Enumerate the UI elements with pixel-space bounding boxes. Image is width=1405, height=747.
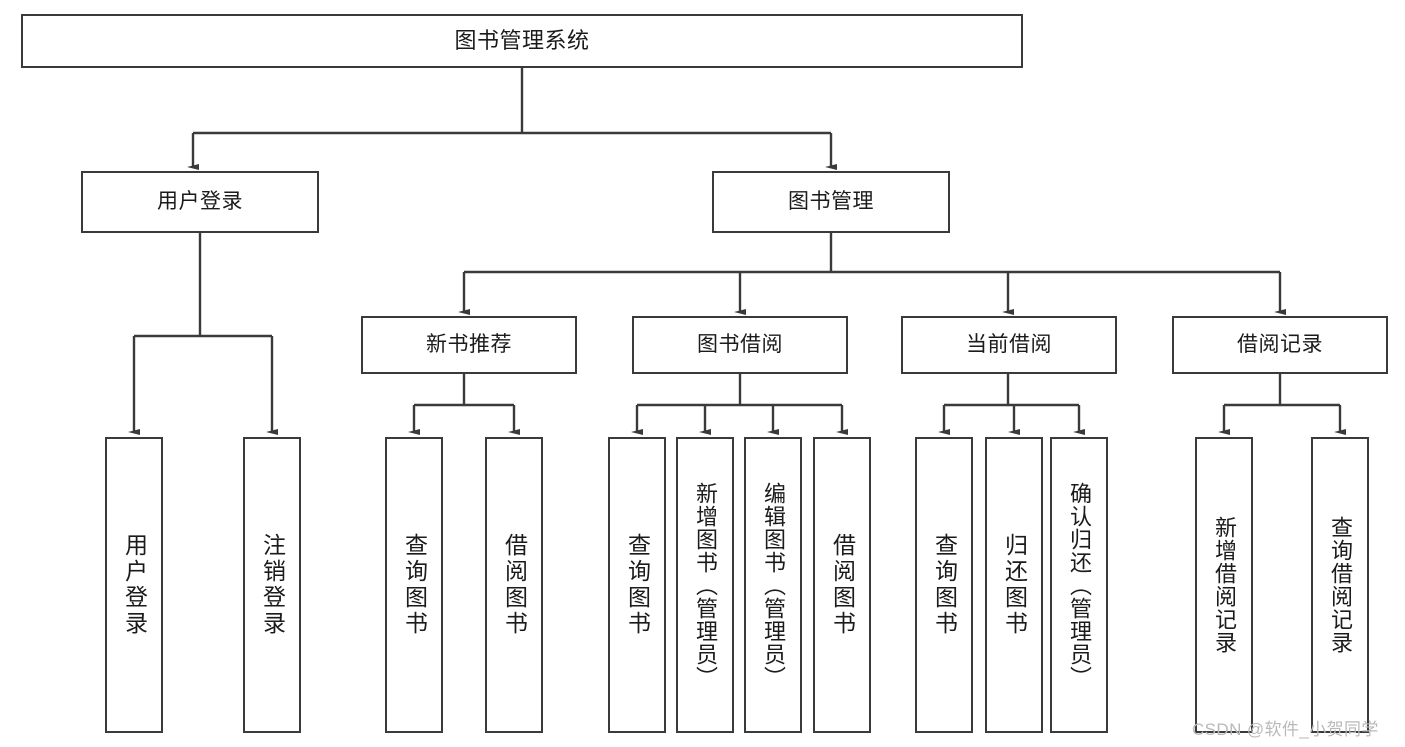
node-current-borrow[interactable]: 当前借阅 xyxy=(901,316,1117,374)
node-leaf-query-record-label: 查询借阅记录 xyxy=(1328,516,1353,654)
node-leaf-query-record[interactable]: 查询借阅记录 xyxy=(1311,437,1369,733)
node-leaf-add-book-label: 新增图书（管理员） xyxy=(693,481,718,689)
node-borrow-record[interactable]: 借阅记录 xyxy=(1172,316,1388,374)
node-new-book-recommend[interactable]: 新书推荐 xyxy=(361,316,577,374)
node-leaf-add-record-label: 新增借阅记录 xyxy=(1212,516,1237,654)
node-leaf-user-login-label: 用户登录 xyxy=(121,533,148,637)
node-leaf-user-login[interactable]: 用户登录 xyxy=(105,437,163,733)
csdn-watermark: CSDN @软件_小贺同学 xyxy=(1192,720,1379,739)
node-book-management-label: 图书管理 xyxy=(788,190,874,214)
node-book-borrow-label: 图书借阅 xyxy=(697,333,783,357)
node-leaf-query-book-1[interactable]: 查询图书 xyxy=(385,437,443,733)
node-leaf-borrow-book-2-label: 借阅图书 xyxy=(829,533,856,637)
node-leaf-borrow-book-1[interactable]: 借阅图书 xyxy=(485,437,543,733)
node-book-management[interactable]: 图书管理 xyxy=(712,171,950,233)
node-leaf-edit-book[interactable]: 编辑图书（管理员） xyxy=(744,437,802,733)
node-leaf-query-book-3-label: 查询图书 xyxy=(931,533,958,637)
node-leaf-query-book-3[interactable]: 查询图书 xyxy=(915,437,973,733)
node-root-label: 图书管理系统 xyxy=(454,27,590,53)
node-user-login-label: 用户登录 xyxy=(157,190,243,214)
node-leaf-borrow-book-1-label: 借阅图书 xyxy=(501,533,528,637)
node-leaf-add-record[interactable]: 新增借阅记录 xyxy=(1195,437,1253,733)
node-leaf-query-book-1-label: 查询图书 xyxy=(401,533,428,637)
node-leaf-confirm-return[interactable]: 确认归还（管理员） xyxy=(1050,437,1108,733)
node-leaf-add-book[interactable]: 新增图书（管理员） xyxy=(676,437,734,733)
node-leaf-borrow-book-2[interactable]: 借阅图书 xyxy=(813,437,871,733)
node-leaf-logout-label: 注销登录 xyxy=(259,533,286,637)
node-borrow-record-label: 借阅记录 xyxy=(1237,333,1323,357)
node-leaf-edit-book-label: 编辑图书（管理员） xyxy=(761,481,786,689)
node-book-borrow[interactable]: 图书借阅 xyxy=(632,316,848,374)
node-leaf-return-book[interactable]: 归还图书 xyxy=(985,437,1043,733)
node-root[interactable]: 图书管理系统 xyxy=(21,14,1023,68)
node-current-borrow-label: 当前借阅 xyxy=(966,333,1052,357)
node-leaf-confirm-return-label: 确认归还（管理员） xyxy=(1067,481,1092,689)
node-new-book-recommend-label: 新书推荐 xyxy=(426,333,512,357)
node-leaf-query-book-2[interactable]: 查询图书 xyxy=(608,437,666,733)
node-leaf-query-book-2-label: 查询图书 xyxy=(624,533,651,637)
node-user-login[interactable]: 用户登录 xyxy=(81,171,319,233)
node-leaf-return-book-label: 归还图书 xyxy=(1001,533,1028,637)
node-leaf-logout[interactable]: 注销登录 xyxy=(243,437,301,733)
